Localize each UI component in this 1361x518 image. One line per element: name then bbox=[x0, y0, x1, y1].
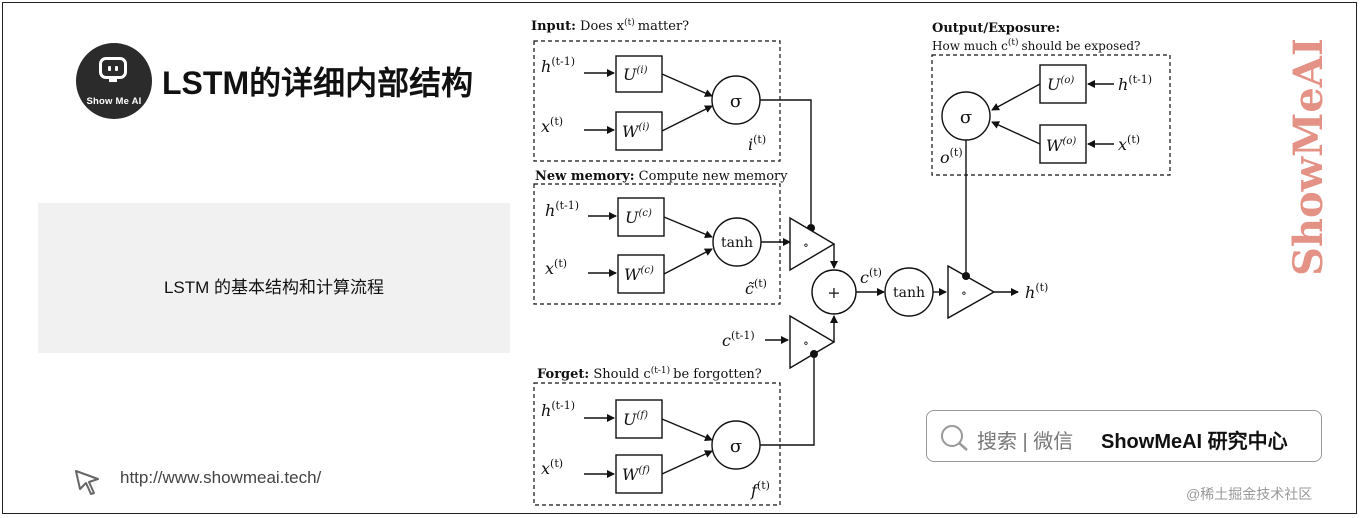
svg-text:x(t): x(t) bbox=[1118, 133, 1140, 154]
svg-text:c(t): c(t) bbox=[860, 266, 882, 287]
svg-text:h(t-1): h(t-1) bbox=[541, 399, 575, 420]
search-brand: ShowMeAI 研究中心 bbox=[1101, 431, 1288, 453]
svg-text:W(i): W(i) bbox=[622, 122, 650, 141]
svg-text:U(c): U(c) bbox=[625, 208, 652, 227]
svg-text:h(t-1): h(t-1) bbox=[1118, 73, 1152, 94]
output-gate: Output/Exposure: How much c(t)should be … bbox=[931, 21, 1171, 176]
svg-text:How much c(t)should be exposed: How much c(t)should be exposed? bbox=[932, 37, 1140, 53]
svg-text:W(c): W(c) bbox=[624, 265, 654, 284]
search-icon bbox=[941, 425, 968, 451]
svg-text:tanh: tanh bbox=[893, 285, 925, 301]
new-memory-block: New memory: Compute new memory h(t-1) x(… bbox=[533, 169, 788, 305]
svg-text:h(t): h(t) bbox=[1025, 281, 1048, 302]
svg-text:Forget: Should c(t-1)be forgot: Forget: Should c(t-1)be forgotten? bbox=[537, 365, 762, 382]
svg-text:c̃(t): c̃(t) bbox=[745, 277, 767, 298]
svg-text:h(t-1): h(t-1) bbox=[545, 199, 579, 220]
forget-gate: Forget: Should c(t-1)be forgotten? h(t-1… bbox=[533, 365, 781, 506]
svg-text:c(t-1): c(t-1) bbox=[722, 329, 755, 350]
svg-text:U(i): U(i) bbox=[623, 65, 648, 84]
showmeai-logo: Show Me AI bbox=[76, 43, 152, 119]
svg-text:W(f): W(f) bbox=[622, 465, 650, 484]
svg-text:W(o): W(o) bbox=[1046, 136, 1076, 155]
svg-text:U(f): U(f) bbox=[623, 410, 648, 429]
svg-text:f(t): f(t) bbox=[750, 479, 770, 500]
juejin-watermark: @稀土掘金技术社区 bbox=[1186, 486, 1313, 502]
svg-text:i(t): i(t) bbox=[748, 133, 766, 154]
svg-text:Output/Exposure:: Output/Exposure: bbox=[932, 21, 1060, 36]
svg-text:∘: ∘ bbox=[961, 286, 967, 300]
robot-face-icon bbox=[99, 57, 127, 79]
svg-text:x(t): x(t) bbox=[541, 457, 563, 478]
svg-text:∘: ∘ bbox=[803, 238, 809, 252]
svg-text:tanh: tanh bbox=[721, 235, 753, 251]
cell-state-path: ∘ + c(t-1) ∘ c(t) tanh ∘ bbox=[722, 99, 1048, 446]
website-url[interactable]: http://www.showmeai.tech/ bbox=[120, 468, 322, 487]
showmeai-watermark: ShowMeAI bbox=[1285, 40, 1332, 276]
wechat-search-box[interactable]: 搜索 | 微信 ShowMeAI 研究中心 bbox=[926, 410, 1322, 462]
svg-text:∘: ∘ bbox=[803, 336, 809, 350]
lstm-diagram: Input: Does x(t)matter? h(t-1) x(t) U(i)… bbox=[531, 17, 1171, 506]
svg-text:+: + bbox=[827, 283, 840, 302]
svg-text:x(t): x(t) bbox=[545, 257, 567, 278]
cursor-icon bbox=[75, 470, 99, 495]
svg-text:σ: σ bbox=[730, 91, 742, 112]
caption-text: LSTM 的基本结构和计算流程 bbox=[163, 278, 385, 297]
input-gate: Input: Does x(t)matter? h(t-1) x(t) U(i)… bbox=[531, 17, 781, 162]
svg-text:σ: σ bbox=[730, 436, 742, 457]
logo-text: Show Me AI bbox=[86, 96, 142, 107]
svg-text:U(o): U(o) bbox=[1047, 75, 1074, 94]
page-title: LSTM的详细内部结构 bbox=[162, 65, 474, 101]
caption-panel: LSTM 的基本结构和计算流程 bbox=[38, 203, 510, 353]
search-hint: 搜索 | 微信 bbox=[977, 431, 1074, 453]
svg-text:x(t): x(t) bbox=[541, 115, 563, 136]
svg-text:ShowMeAI: ShowMeAI bbox=[1285, 40, 1332, 276]
svg-text:h(t-1): h(t-1) bbox=[541, 55, 575, 76]
svg-text:σ: σ bbox=[960, 107, 972, 128]
svg-text:Input: Does x(t)matter?: Input: Does x(t)matter? bbox=[531, 17, 689, 34]
svg-text:o(t): o(t) bbox=[940, 146, 963, 167]
svg-text:New memory: Compute new memory: New memory: Compute new memory bbox=[535, 169, 788, 184]
